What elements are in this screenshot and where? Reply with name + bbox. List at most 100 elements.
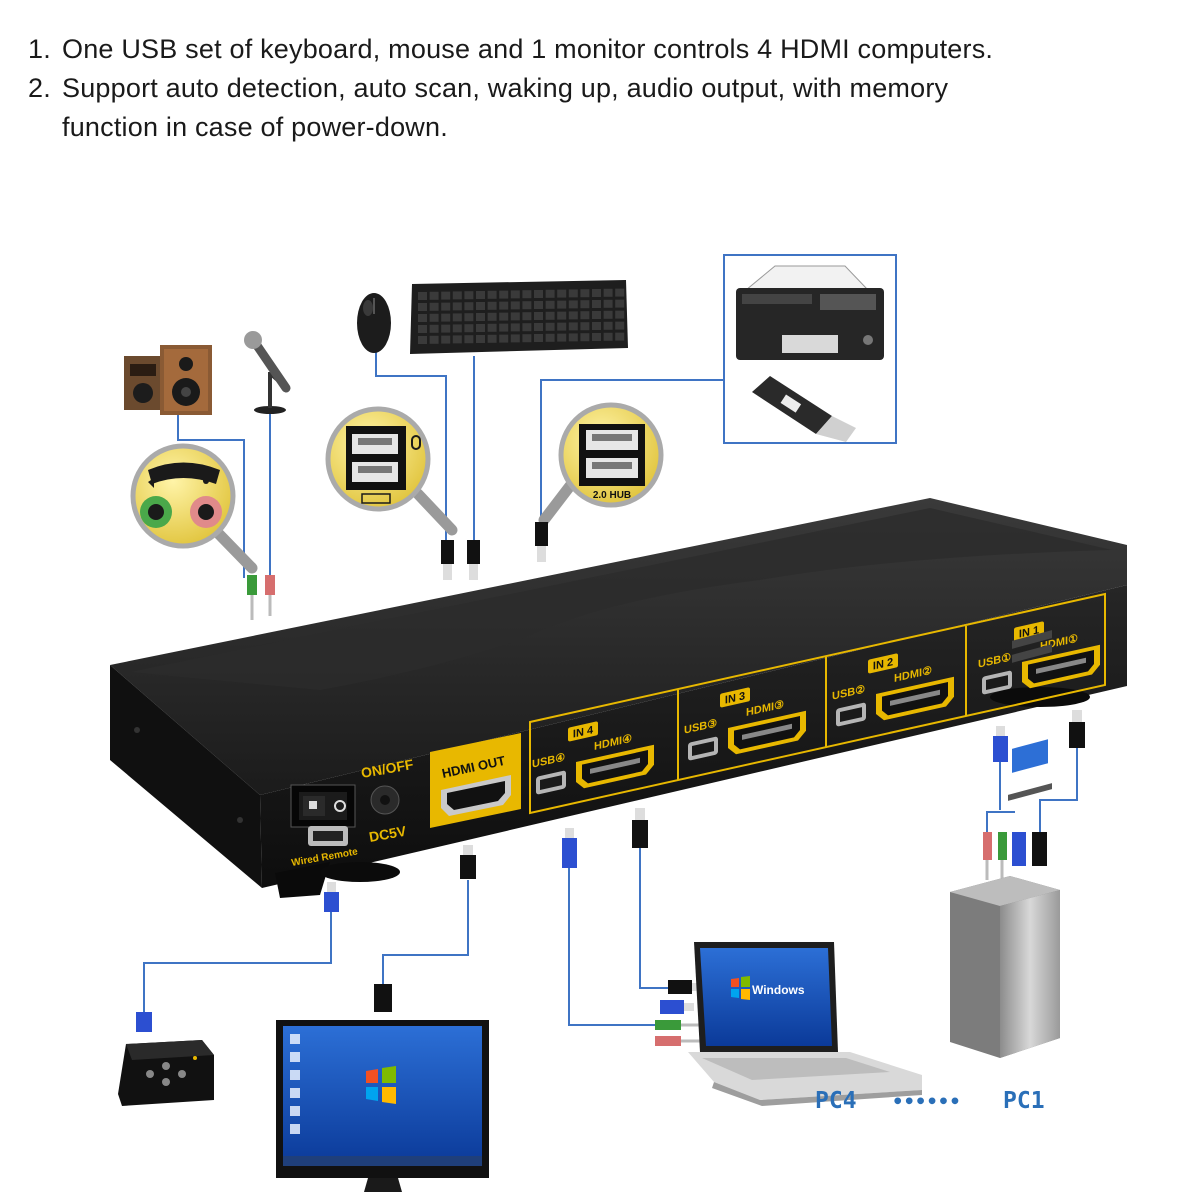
pc4-hdmi-plug-icon [632, 808, 648, 848]
kvm-switch: ON/OFF DC5V Wired Remote HDMI OUT IN 1US… [110, 498, 1127, 898]
usb-drive-icon [752, 376, 856, 442]
keyboard-key [429, 313, 439, 322]
feature-line-2b: function in case of power-down. [28, 108, 1178, 147]
keyboard-key [464, 302, 474, 311]
in3-badge [720, 687, 750, 708]
keyboard-key [522, 323, 532, 332]
monitor-icon [276, 984, 489, 1192]
keyboard-key [592, 322, 601, 330]
keyboard-key [580, 289, 590, 298]
keyboard-key [418, 292, 427, 300]
keyboard-key [476, 313, 485, 321]
wired-remote-port[interactable] [308, 826, 348, 846]
keyboard-key [545, 289, 555, 298]
pc4-label: PC4 [815, 1088, 857, 1114]
keyboard-key [592, 311, 601, 319]
hub-label: 2.0 HUB [593, 490, 631, 501]
keyboard-key [452, 324, 462, 333]
dc5v-label: DC5V [368, 823, 408, 845]
keyboard-key [603, 310, 613, 319]
keyboard-key [522, 312, 532, 321]
hdmi-out-port[interactable] [430, 733, 521, 828]
keyboard-key [418, 314, 427, 322]
wired-remote-icon [118, 1012, 214, 1106]
dc-power-jack[interactable] [370, 785, 400, 815]
keyboard-key [476, 302, 485, 310]
keyboard-key [476, 291, 485, 299]
keyboard-key [534, 323, 543, 331]
keyboard-key [580, 322, 590, 331]
keyboard-key [580, 311, 590, 320]
audio-port-magnifier [130, 443, 258, 574]
hdmi3-port[interactable] [728, 710, 806, 756]
intro-text: 1.One USB set of keyboard, mouse and 1 m… [28, 30, 1178, 147]
hdmi1-port[interactable] [1022, 644, 1100, 690]
keyboard-key [441, 324, 451, 333]
keyboard-key [441, 313, 451, 322]
keyboard-key [545, 333, 555, 342]
peripheral-box [723, 254, 897, 444]
pc1-hdmi-plug-icon [1069, 710, 1085, 748]
keyboard-key [464, 313, 474, 322]
keyboard-key [418, 325, 427, 333]
pc1-label: PC1 [1003, 1088, 1045, 1114]
pc4-hdmi-line [639, 848, 668, 989]
keyboard-key [499, 290, 509, 299]
keyboard-key [534, 290, 543, 298]
hub-usb-plug-icon [535, 522, 548, 562]
pc-range-dots: •••••• [892, 1091, 961, 1113]
keyboard-key [452, 291, 462, 300]
keyboard-key [464, 291, 474, 300]
hub-cable-line [540, 379, 724, 524]
usb2-port[interactable] [836, 702, 866, 727]
keyboard-key [429, 302, 439, 311]
mouse-cable-line [375, 352, 447, 540]
usb4-port[interactable] [536, 770, 566, 795]
keyboard-key [615, 321, 625, 330]
keyboard-key [522, 301, 532, 310]
feature-text-1: One USB set of keyboard, mouse and 1 mon… [62, 34, 994, 64]
keyboard-key [615, 310, 625, 319]
power-switch[interactable] [290, 784, 356, 828]
keyboard-usb-plug-icon [467, 540, 480, 580]
pc4-usb-line [568, 868, 660, 1026]
keyboard-key [487, 312, 497, 321]
keyboard-key [603, 332, 613, 341]
keyboard-key [545, 311, 555, 320]
keyboard-key [568, 289, 578, 298]
hdmi2-port[interactable] [876, 676, 954, 722]
usb1-port[interactable] [982, 670, 1012, 695]
keyboard-key [487, 301, 497, 310]
keyboard-key [499, 301, 509, 310]
keyboard-key [545, 300, 555, 309]
keyboard-key [487, 290, 497, 299]
keyboard-key [615, 299, 625, 308]
keyboard-key [441, 291, 451, 300]
in2-badge [868, 653, 898, 674]
pink-audio-plug-icon [265, 575, 275, 616]
windows-logo-icon [366, 1066, 396, 1104]
keyboard-key [476, 335, 485, 343]
keyboard-key [510, 312, 520, 321]
remote-cable-line [143, 910, 332, 1012]
keyboard-key [510, 323, 520, 332]
usb3-port[interactable] [688, 736, 718, 761]
printer-icon [736, 265, 884, 360]
speaker-cable-line [177, 398, 245, 578]
hdmi4-port[interactable] [576, 744, 654, 790]
keyboard-key [557, 289, 567, 298]
keyboard-key [592, 300, 601, 308]
keyboard-key [510, 301, 520, 310]
kvm-left-side [110, 665, 262, 888]
in3-badge-label: IN 3 [725, 690, 745, 706]
keyboard-key [580, 333, 590, 342]
keyboard-key [534, 301, 543, 309]
keyboard-key [568, 333, 578, 342]
top-connectors [247, 522, 548, 620]
keyboard-key [418, 336, 427, 344]
keyboard-key [568, 322, 578, 331]
keyboard-key [429, 324, 439, 333]
keyboard-key [441, 335, 451, 344]
pc4-plug-bundle [655, 980, 702, 1046]
